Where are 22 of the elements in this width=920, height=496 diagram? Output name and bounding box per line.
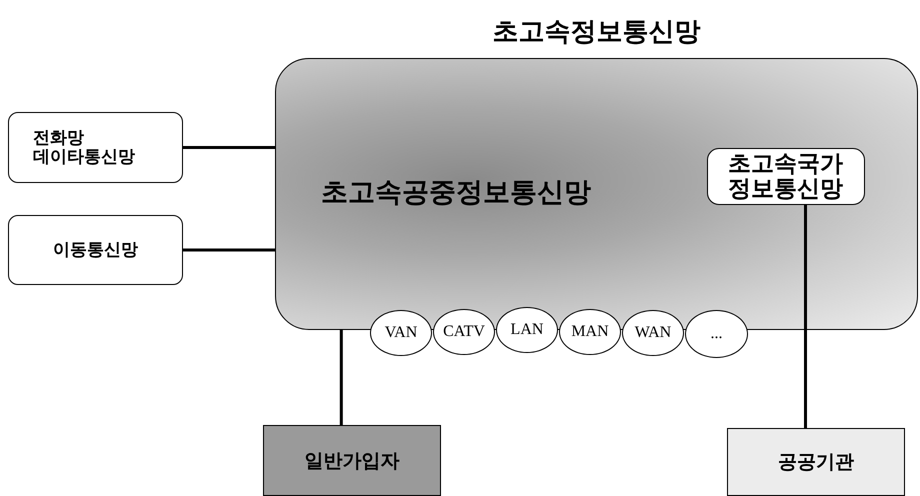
node-label: 공공기관 — [778, 450, 854, 475]
connector-line — [183, 248, 275, 252]
diagram-title: 초고속정보통신망 — [492, 16, 702, 49]
node-label: 일반가입자 — [304, 448, 400, 474]
node-label: LAN — [510, 321, 544, 339]
network-box — [8, 112, 183, 183]
connector-line — [804, 204, 807, 428]
institution-box — [727, 428, 905, 496]
subscriber-box — [263, 425, 441, 496]
node-label: 초고속공중정보통신망 — [321, 176, 591, 210]
node-label: VAN — [384, 324, 418, 342]
network-box — [706, 148, 864, 204]
connector-line — [340, 330, 343, 425]
node-label: 전화망 데이타통신망 — [33, 128, 136, 166]
node-label: ... — [710, 325, 722, 343]
node-label: MAN — [571, 323, 609, 341]
node-label: CATV — [443, 323, 485, 341]
connector-line — [183, 146, 275, 149]
node-label: 이동통신망 — [53, 240, 138, 260]
node-label: WAN — [634, 324, 672, 342]
network-box — [8, 215, 183, 285]
node-label: 초고속국가 정보통신망 — [727, 150, 844, 202]
